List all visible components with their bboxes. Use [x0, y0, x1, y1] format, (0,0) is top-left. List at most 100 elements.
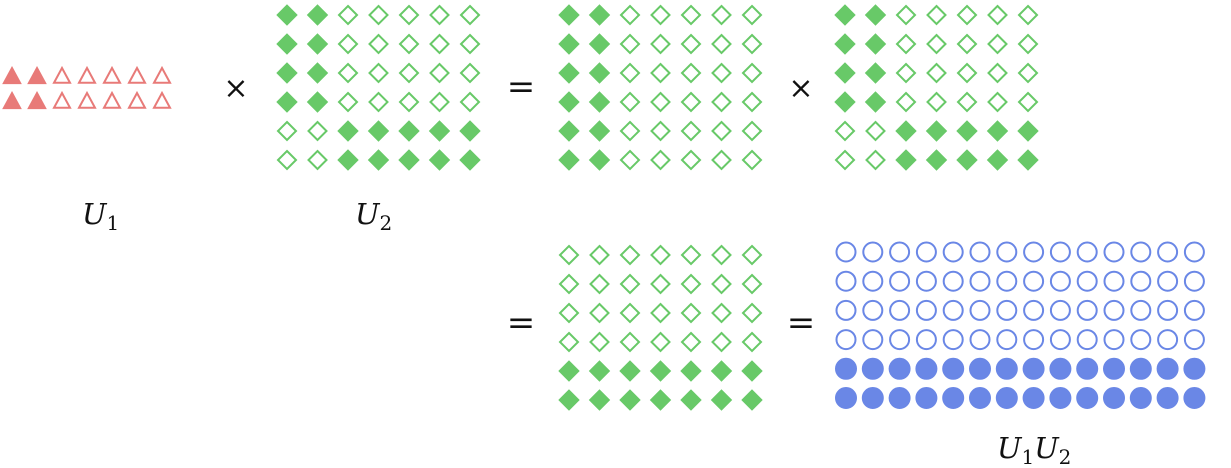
diamond-hollow-cell	[680, 149, 702, 171]
diamond-hollow-cell	[650, 33, 671, 55]
diamond-hollow-cell	[741, 331, 763, 353]
diamond-hollow-cell	[589, 244, 610, 266]
circle-filled-cell	[1103, 387, 1125, 409]
diamond-hollow-cell	[459, 33, 481, 55]
diamond-filled-cell	[925, 120, 948, 142]
diamond-hollow-cell	[680, 4, 702, 26]
circle-hollow-cell	[1023, 270, 1045, 292]
triangle-hollow-cell	[127, 90, 147, 109]
times-operator-2: ×	[788, 71, 813, 106]
diamond-hollow-cell	[741, 62, 763, 84]
diamond-filled-cell	[558, 4, 580, 26]
diamond-filled-cell	[619, 389, 641, 411]
diamond-hollow-cell	[680, 91, 702, 113]
diamond-filled-cell	[1017, 149, 1039, 171]
diamond-hollow-cell	[619, 120, 641, 142]
diamond-hollow-cell	[276, 149, 298, 171]
diamond-hollow-cell	[429, 33, 450, 55]
diamond-filled-cell	[680, 360, 702, 382]
circle-hollow-cell	[1130, 329, 1152, 351]
diamond-filled-cell	[986, 149, 1009, 171]
diamond-hollow-cell	[987, 62, 1008, 84]
diamond-filled-cell	[337, 149, 359, 171]
triangle-hollow-cell	[52, 65, 72, 84]
diamond-filled-cell	[306, 4, 329, 26]
circle-hollow-cell	[969, 270, 991, 292]
diamond-hollow-cell	[741, 149, 763, 171]
circle-hollow-cell	[1076, 299, 1098, 321]
circle-filled-cell	[1022, 387, 1045, 409]
diamond-hollow-cell	[680, 33, 702, 55]
circle-hollow-cell	[835, 329, 857, 351]
diamond-filled-cell	[558, 33, 580, 55]
diamond-filled-cell	[588, 62, 611, 84]
diamond-hollow-cell	[650, 62, 671, 84]
diamond-hollow-cell	[711, 62, 732, 84]
circle-filled-cell	[861, 387, 884, 409]
diamond-filled-cell	[558, 360, 580, 382]
diamond-filled-cell	[337, 120, 359, 142]
circle-filled-cell	[969, 357, 991, 380]
diamond-filled-cell	[710, 389, 733, 411]
diamond-filled-cell	[834, 91, 856, 113]
diamond-filled-cell	[588, 33, 611, 55]
diamond-hollow-cell	[987, 91, 1008, 113]
circle-filled-cell	[942, 387, 965, 409]
circle-hollow-cell	[1076, 329, 1098, 351]
circle-hollow-cell	[1103, 329, 1125, 351]
diamond-filled-cell	[956, 120, 978, 142]
diamond-filled-cell	[925, 149, 948, 171]
circle-hollow-cell	[835, 241, 857, 263]
diamond-hollow-cell	[680, 273, 702, 295]
matrix-result-u1u2	[835, 241, 1206, 409]
diamond-hollow-cell	[711, 120, 732, 142]
circle-hollow-cell	[1049, 241, 1071, 263]
diamond-hollow-cell	[398, 33, 420, 55]
diamond-hollow-cell	[650, 91, 671, 113]
circle-filled-cell	[995, 357, 1018, 380]
circle-hollow-cell	[1103, 299, 1125, 321]
equals-operator-3: =	[787, 303, 816, 343]
circle-filled-cell	[1103, 357, 1125, 380]
diamond-hollow-cell	[711, 302, 732, 324]
diamond-hollow-cell	[680, 302, 702, 324]
circle-hollow-cell	[915, 329, 937, 351]
diamond-hollow-cell	[459, 62, 481, 84]
triangle-hollow-cell	[77, 90, 97, 109]
label-u2: U2	[355, 197, 392, 235]
circle-filled-cell	[1183, 357, 1206, 380]
diamond-filled-cell	[834, 4, 856, 26]
diamond-hollow-cell	[619, 244, 641, 266]
label-u1u2-sub2: 2	[1059, 445, 1072, 468]
circle-hollow-cell	[1157, 270, 1179, 292]
circle-hollow-cell	[942, 241, 964, 263]
diamond-hollow-cell	[650, 331, 671, 353]
circle-filled-cell	[888, 387, 911, 409]
diamond-hollow-cell	[1017, 62, 1039, 84]
diamond-filled-cell	[588, 149, 611, 171]
diamond-filled-cell	[864, 91, 887, 113]
diamond-filled-cell	[895, 120, 917, 142]
circle-filled-cell	[1076, 357, 1099, 380]
diamond-hollow-cell	[865, 120, 886, 142]
circle-hollow-cell	[1103, 241, 1125, 263]
diamond-hollow-cell	[589, 273, 610, 295]
diamond-hollow-cell	[276, 120, 298, 142]
diamond-filled-cell	[834, 33, 856, 55]
diamond-hollow-cell	[741, 120, 763, 142]
diamond-filled-cell	[428, 120, 451, 142]
diamond-hollow-cell	[429, 4, 450, 26]
circle-hollow-cell	[1183, 299, 1205, 321]
diamond-filled-cell	[834, 62, 856, 84]
diamond-hollow-cell	[307, 120, 328, 142]
diamond-hollow-cell	[459, 4, 481, 26]
diamond-hollow-cell	[650, 149, 671, 171]
circle-filled-cell	[861, 357, 884, 380]
diamond-filled-cell	[895, 149, 917, 171]
diamond-hollow-cell	[337, 62, 359, 84]
diamond-filled-cell	[649, 389, 672, 411]
circle-hollow-cell	[862, 241, 884, 263]
diamond-hollow-cell	[619, 331, 641, 353]
diamond-hollow-cell	[337, 33, 359, 55]
